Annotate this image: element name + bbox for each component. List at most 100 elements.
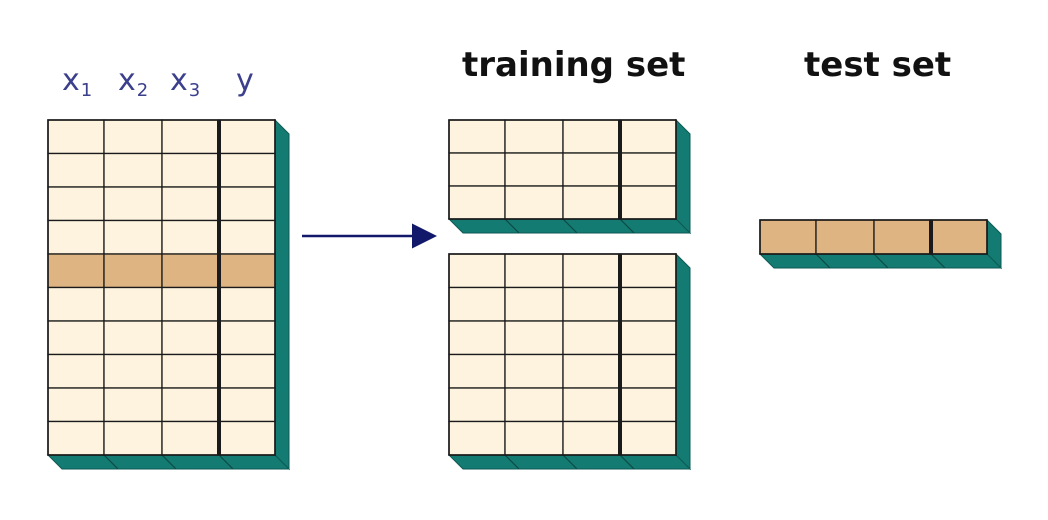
dataset-cell — [218, 320, 276, 356]
dataset-cell — [218, 253, 276, 289]
dataset-shadow-right — [274, 118, 290, 471]
train-top-shadow-divider — [562, 218, 578, 234]
train-bottom-cell — [619, 353, 677, 389]
column-label-x3: x3 — [170, 63, 201, 101]
train-bottom-cell — [448, 353, 506, 389]
dataset-shadow-divider — [161, 454, 177, 470]
training-set-table-bottom — [447, 252, 692, 471]
train-top-cell — [619, 185, 677, 220]
test-set-title: test set — [804, 45, 952, 85]
dataset-cell — [103, 387, 163, 423]
dataset-cell — [103, 253, 163, 289]
dataset-cell — [218, 420, 276, 456]
train-top-cell — [562, 185, 621, 220]
dataset-cell — [103, 219, 163, 255]
training-set-table-top — [447, 118, 692, 235]
train-bottom-cell — [448, 253, 506, 289]
dataset-cell — [161, 353, 220, 389]
dataset-cell — [161, 420, 220, 456]
dataset-cell — [218, 186, 276, 222]
dataset-cell — [47, 286, 105, 322]
train-bottom-cell — [448, 420, 506, 456]
train-bottom-cell — [504, 420, 564, 456]
train-top-cell — [504, 119, 564, 154]
dataset-cell — [47, 186, 105, 222]
train-bottom-border — [448, 253, 677, 456]
dataset-cell — [218, 353, 276, 389]
train-top-cell — [619, 152, 677, 187]
train-bottom-cell — [619, 387, 677, 423]
train-top-cell — [504, 185, 564, 220]
train-top-cell — [619, 119, 677, 154]
dataset-cell — [161, 119, 220, 155]
train-top-cell — [448, 185, 506, 220]
dataset-shadow-divider — [103, 454, 119, 470]
dataset-cell — [161, 152, 220, 188]
train-bottom-cell — [619, 286, 677, 322]
test-set-row — [758, 218, 1003, 270]
dataset-shadow-divider — [218, 454, 234, 470]
column-label-y: y — [236, 63, 254, 98]
dataset-cell — [161, 186, 220, 222]
train-bottom-cell — [448, 320, 506, 356]
train-bottom-shadow-right — [675, 252, 691, 471]
train-top-shadow-divider — [504, 218, 520, 234]
train-bottom-cell — [562, 253, 621, 289]
train-top-shadow-divider — [619, 218, 635, 234]
train-bottom-cell — [562, 320, 621, 356]
test-shadow-divider — [930, 253, 946, 269]
train-bottom-cell — [619, 320, 677, 356]
column-label-x1: x1 — [62, 63, 93, 101]
dataset-cell — [103, 320, 163, 356]
test-cell — [930, 219, 988, 255]
column-label-x2: x2 — [118, 63, 149, 101]
train-top-cell — [562, 152, 621, 187]
dataset-cell — [47, 320, 105, 356]
dataset-cell — [218, 219, 276, 255]
dataset-cell — [103, 186, 163, 222]
dataset-cell — [103, 152, 163, 188]
test-shadow-divider — [815, 253, 831, 269]
train-top-cell — [504, 152, 564, 187]
train-bottom-cell — [504, 320, 564, 356]
dataset-cell — [47, 420, 105, 456]
test-cell — [815, 219, 875, 255]
train-bottom-cell — [562, 286, 621, 322]
train-top-shadow-right — [675, 118, 691, 235]
train-bottom-cell — [619, 253, 677, 289]
dataset-cell — [161, 286, 220, 322]
dataset-cell — [47, 219, 105, 255]
train-bottom-shadow-divider — [562, 454, 578, 470]
dataset-cell — [218, 286, 276, 322]
train-bottom-cell — [562, 387, 621, 423]
test-shadow-divider — [873, 253, 889, 269]
dataset-cell — [218, 152, 276, 188]
dataset-cell — [103, 420, 163, 456]
dataset-cell — [103, 119, 163, 155]
train-bottom-cell — [619, 420, 677, 456]
dataset-cell — [161, 253, 220, 289]
test-border — [759, 219, 988, 255]
dataset-cell — [161, 387, 220, 423]
dataset-cell — [47, 119, 105, 155]
train-top-cell — [448, 152, 506, 187]
train-top-cell — [448, 119, 506, 154]
train-top-border — [448, 119, 677, 220]
train-bottom-cell — [562, 353, 621, 389]
train-bottom-cell — [562, 420, 621, 456]
train-bottom-shadow-divider — [619, 454, 635, 470]
train-bottom-cell — [504, 253, 564, 289]
train-bottom-cell — [504, 286, 564, 322]
dataset-cell — [47, 253, 105, 289]
dataset-cell — [47, 152, 105, 188]
dataset-cell — [47, 353, 105, 389]
train-bottom-cell — [504, 353, 564, 389]
dataset-cell — [103, 353, 163, 389]
dataset-border — [47, 119, 276, 456]
dataset-cell — [161, 219, 220, 255]
test-cell — [873, 219, 932, 255]
dataset-cell — [218, 119, 276, 155]
full-dataset-table — [46, 118, 291, 471]
train-bottom-cell — [504, 387, 564, 423]
